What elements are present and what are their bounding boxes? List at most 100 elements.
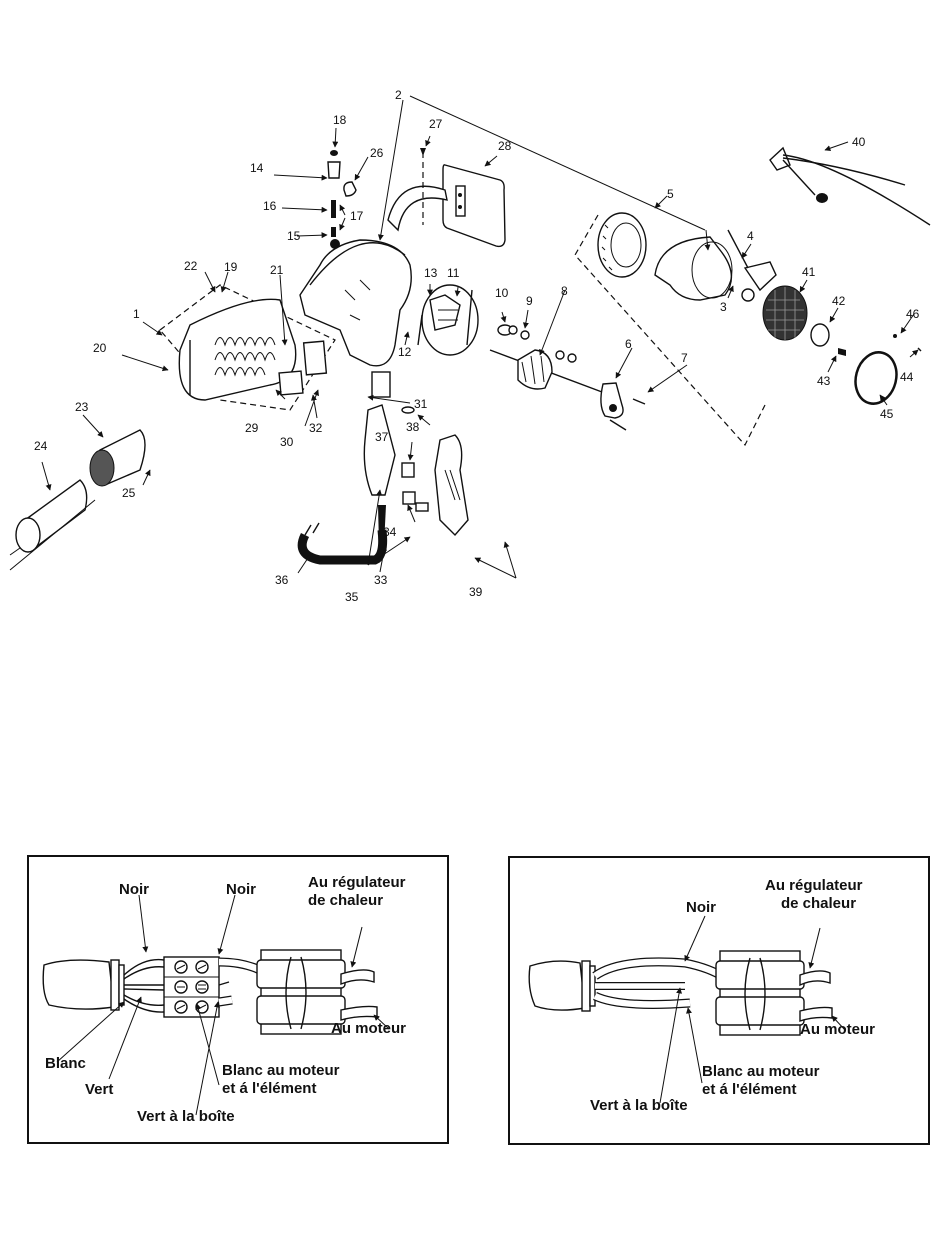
- label-noir-block: Noir: [226, 881, 256, 898]
- callout-numbers: 1 2 3 4 5 6 7 8 9 10 11 12 13 14 15 16 1…: [34, 88, 920, 604]
- part-23-element: [89, 429, 146, 487]
- part-5-fan: [597, 212, 647, 278]
- callout-19: 19: [224, 260, 238, 274]
- callout-24: 24: [34, 439, 48, 453]
- callout-20: 20: [93, 341, 107, 355]
- callout-39: 39: [469, 585, 483, 599]
- label-blanc-au-moteur: Blanc au moteur: [222, 1062, 340, 1079]
- callout-26: 26: [370, 146, 384, 160]
- callout-33: 33: [374, 573, 388, 587]
- part-14-18-screw-stack: [327, 150, 357, 237]
- callout-42: 42: [832, 294, 846, 308]
- part-40-wire-lead: [769, 146, 931, 226]
- terminal-block: [163, 956, 220, 1018]
- part-36-cord: [297, 522, 388, 565]
- callout-27: 27: [429, 117, 443, 131]
- fan-housing: [654, 236, 733, 301]
- label-blanc-au-moteur: Blanc au moteur: [702, 1063, 820, 1080]
- callout-17: 17: [350, 209, 364, 223]
- callout-6: 6: [625, 337, 632, 351]
- switch-block: [256, 949, 378, 1035]
- callout-5: 5: [667, 187, 674, 201]
- callout-1: 1: [133, 307, 140, 321]
- label-blanc: Blanc: [45, 1055, 86, 1072]
- callout-9: 9: [526, 294, 533, 308]
- part-24-nozzle: [9, 479, 96, 571]
- callout-44: 44: [900, 370, 914, 384]
- callout-10: 10: [495, 286, 509, 300]
- label-vert-a-la-boite: Vert à la boîte: [137, 1108, 235, 1125]
- callout-41: 41: [802, 265, 816, 279]
- callout-7: 7: [681, 351, 688, 365]
- callout-30: 30: [280, 435, 294, 449]
- power-cord-end: [42, 959, 125, 1011]
- callout-45: 45: [880, 407, 894, 421]
- part-43-cap: [838, 348, 846, 356]
- callout-15: 15: [287, 229, 301, 243]
- callout-32: 32: [309, 421, 323, 435]
- part-8-armature: [489, 324, 611, 396]
- callout-23: 23: [75, 400, 89, 414]
- callout-11: 11: [447, 266, 460, 280]
- callout-8: 8: [561, 284, 568, 298]
- callout-35: 35: [345, 590, 359, 604]
- part-4-thermostat: [727, 229, 777, 302]
- switch-block: [715, 950, 833, 1036]
- callout-36: 36: [275, 573, 289, 587]
- callout-22: 22: [184, 259, 198, 273]
- wiring-diagram-with-terminal-block: Noir Noir Au régulateur de chaleur Au mo…: [27, 855, 449, 1144]
- callout-3: 3: [720, 300, 727, 314]
- label-vert: Vert: [85, 1081, 113, 1098]
- callout-21: 21: [270, 263, 284, 277]
- part-34-clip: [402, 491, 429, 512]
- callout-31: 31: [414, 397, 428, 411]
- part-45-ring: [854, 351, 898, 405]
- label-noir-cord: Noir: [119, 881, 149, 898]
- part-30-switch-plate: [302, 340, 328, 376]
- part-42-nut: [810, 323, 830, 347]
- label-de-chaleur: de chaleur: [781, 895, 856, 912]
- fan-assembly-outline: [574, 214, 766, 447]
- callout-38: 38: [406, 420, 420, 434]
- exploded-parts-diagram: 1 2 3 4 5 6 7 8 9 10 11 12 13 14 15 16 1…: [9, 88, 931, 604]
- callout-28: 28: [498, 139, 512, 153]
- part-44-pin: [917, 347, 922, 352]
- callout-46: 46: [906, 307, 920, 321]
- callout-40: 40: [852, 135, 866, 149]
- callout-4: 4: [747, 229, 754, 243]
- callout-18: 18: [333, 113, 347, 127]
- label-au-moteur: Au moteur: [800, 1021, 875, 1038]
- part-29-switch: [278, 370, 304, 396]
- callout-37: 37: [375, 430, 389, 444]
- callout-2: 2: [395, 88, 402, 102]
- callout-43: 43: [817, 374, 831, 388]
- part-28-plate: [442, 164, 506, 248]
- label-au-moteur: Au moteur: [331, 1020, 406, 1037]
- cord-wires: [123, 958, 165, 1013]
- label-au-regulateur: Au régulateur: [765, 877, 863, 894]
- wiring-left-leaders: [56, 894, 390, 1116]
- callout-25: 25: [122, 486, 136, 500]
- part-7-screw: [632, 398, 646, 405]
- part-6-brush-holder: [600, 382, 627, 431]
- part-38-ring: [401, 406, 415, 414]
- label-et-a-l-element: et á l'élément: [702, 1081, 796, 1098]
- label-et-a-l-element: et á l'élément: [222, 1080, 316, 1097]
- part-11-stator: [417, 284, 479, 356]
- part-33-handle: [363, 371, 469, 537]
- callout-29: 29: [245, 421, 259, 435]
- part-46-ball: [893, 334, 897, 338]
- wiring-diagram-direct: Noir Au régulateur de chaleur Au moteur …: [508, 856, 930, 1145]
- callout-12: 12: [398, 345, 412, 359]
- power-cord-end: [528, 960, 596, 1012]
- part-26-heat-shield-arc: [387, 148, 448, 232]
- part-41-screen: [762, 285, 808, 341]
- part-37-switch-block: [401, 462, 415, 478]
- label-noir: Noir: [686, 899, 716, 916]
- callout-14: 14: [250, 161, 264, 175]
- callout-leaders: [41, 99, 919, 579]
- label-au-regulateur: Au régulateur: [308, 874, 406, 891]
- callout-16: 16: [263, 199, 277, 213]
- wiring-right-leaders: [659, 915, 846, 1104]
- part-20-housing-half: [178, 298, 297, 401]
